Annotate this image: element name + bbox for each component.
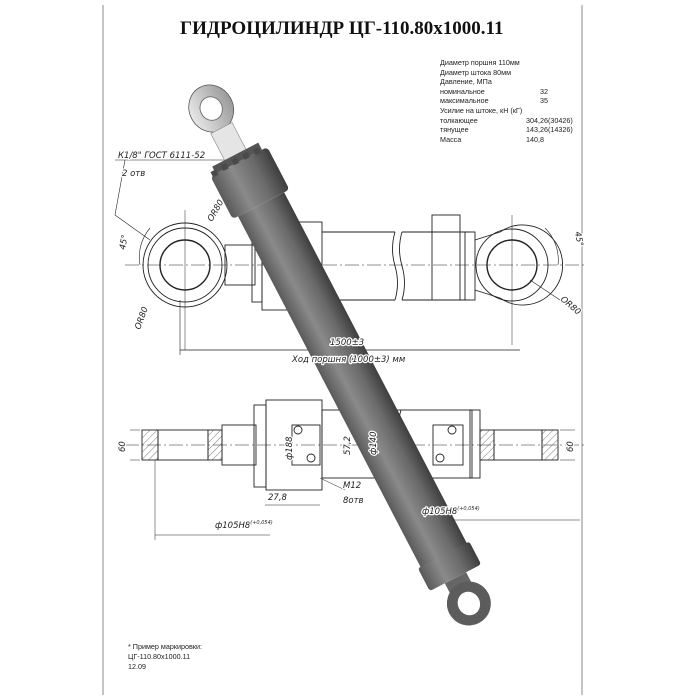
width-left-label: 60: [118, 441, 128, 452]
spec-row: Давление, МПа: [440, 77, 573, 87]
holes-label: 2 отв: [122, 169, 145, 179]
spec-label: тянущее: [440, 125, 469, 135]
spec-value: 32: [540, 86, 548, 96]
spec-label: максимальное: [440, 96, 489, 106]
spec-value: [522, 106, 526, 116]
spec-row: номинальное 32: [440, 87, 573, 97]
radius-top-label: ОR80: [206, 198, 226, 223]
length-label: 1500±3: [330, 338, 364, 348]
spec-label: Диаметр штока 80мм: [440, 67, 512, 77]
thread-label: К1/8" ГОСТ 6111-52: [118, 151, 205, 161]
spec-value: 143,26(14326): [526, 125, 573, 135]
bolt-count-label: 8отв: [343, 496, 364, 506]
spec-value: [522, 58, 526, 68]
width-right-label: 60: [566, 441, 576, 452]
spec-value: [522, 68, 526, 78]
spec-row: Масса 140,8: [440, 135, 573, 145]
spec-label: Масса: [440, 134, 462, 144]
flange-dia-label: ф188: [285, 436, 295, 460]
barrel-dia-label: ф140: [369, 432, 379, 456]
spec-label: Диаметр поршня 110мм: [440, 58, 520, 67]
spec-row: тянущее 143,26(14326): [440, 125, 573, 135]
cylinder-3d-render: [188, 84, 491, 626]
note-line: ЦГ-110.80х1000.11: [128, 651, 191, 661]
bore-right-label: ф105Н8(+0,054): [422, 506, 480, 517]
sheet-frame: [102, 5, 583, 695]
stroke-label: Ход поршня (1000±3) мм: [291, 355, 406, 365]
spec-label: толкающее: [440, 115, 478, 125]
spec-row: Диаметр штока 80мм: [440, 68, 573, 78]
spec-label: Давление, МПа: [440, 77, 492, 87]
spec-value: 140,8: [526, 134, 544, 144]
spec-value: [522, 77, 526, 87]
spec-value: 35: [540, 96, 548, 106]
spec-label: номинальное: [440, 86, 485, 96]
note-line: * Пример маркировки:: [128, 642, 202, 651]
note-line: 12.09: [128, 661, 146, 671]
angle-left-label: 45°: [118, 234, 130, 251]
spec-value: 304,26(30426): [526, 115, 573, 125]
radius-right-label: ОR80: [558, 295, 582, 318]
spec-row: толкающее 304,26(30426): [440, 116, 573, 126]
bore-left-label: ф105Н8(+0,054): [215, 520, 273, 531]
dimension-labels: К1/8" ГОСТ 6111-52 2 отв ОR80 ОR80 ОR80 …: [117, 150, 586, 533]
barrel: [322, 214, 476, 301]
marking-note: * Пример маркировки: ЦГ-110.80х1000.11 1…: [128, 642, 202, 671]
bolt-thread-label: М12: [343, 481, 361, 491]
bolt-spacing-label: 57,2: [343, 436, 353, 455]
spec-row: максимальное 35: [440, 96, 573, 106]
spec-row: Диаметр поршня 110мм: [440, 58, 573, 68]
angle-right-label: 45°: [572, 231, 584, 248]
right-eye: [474, 215, 563, 345]
specs-table: Диаметр поршня 110мм Диаметр штока 80мм …: [440, 58, 573, 144]
left-eye: [142, 210, 228, 350]
radius-left-label: ОR80: [133, 306, 150, 331]
spec-label: Усилие на штоке, кН (кГ): [440, 105, 523, 115]
drawing-title: ГИДРОЦИЛИНДР ЦГ-110.80х1000.11: [180, 18, 504, 39]
spec-row: Усилие на штоке, кН (кГ): [440, 106, 573, 116]
offset-label: 27,8: [268, 493, 288, 503]
